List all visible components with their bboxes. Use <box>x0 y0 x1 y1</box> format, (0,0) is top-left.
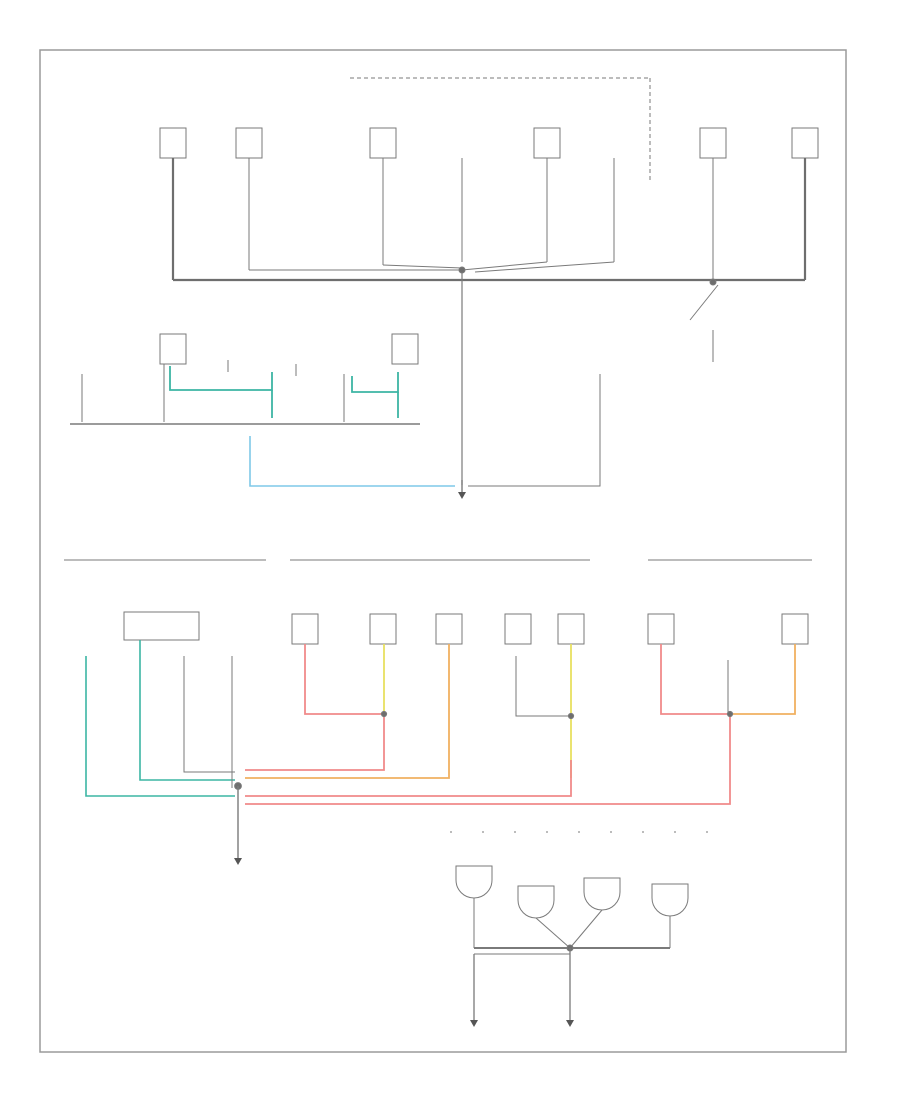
shield-wire <box>169 366 273 391</box>
component-connector <box>369 613 397 645</box>
component-connector <box>504 613 532 645</box>
ground-symbol <box>566 1020 574 1027</box>
ground-symbol <box>234 858 242 865</box>
middle-left-section <box>70 333 601 499</box>
ground-splice <box>380 710 388 718</box>
component-connector <box>369 127 397 159</box>
diagram-frame <box>39 49 847 1053</box>
lower-section <box>64 559 812 865</box>
component-connector <box>435 613 463 645</box>
ground-splice <box>567 712 575 720</box>
lamp-housing <box>517 885 555 919</box>
component-connector <box>391 333 419 365</box>
component-connector <box>123 611 200 641</box>
ground-symbol <box>470 1020 478 1027</box>
component-connector <box>533 127 561 159</box>
component-connector <box>781 613 809 645</box>
drain-wire <box>249 436 455 487</box>
component-connector <box>159 127 187 159</box>
ground-splice <box>726 710 734 718</box>
component-connector <box>159 333 187 365</box>
component-connector <box>791 127 819 159</box>
lamp-housing <box>455 865 493 899</box>
component-connector <box>647 613 675 645</box>
ground-splice <box>458 266 466 274</box>
lamp-housing <box>651 883 689 917</box>
component-connector <box>291 613 319 645</box>
shield-wire <box>351 372 399 393</box>
component-connector <box>557 613 585 645</box>
component-connector <box>235 127 263 159</box>
ground-splice <box>709 278 717 286</box>
top-section <box>159 77 819 485</box>
ground-symbol <box>458 492 466 499</box>
lamp-housing <box>583 877 621 911</box>
bottom-section <box>450 831 710 1027</box>
component-connector <box>699 127 727 159</box>
